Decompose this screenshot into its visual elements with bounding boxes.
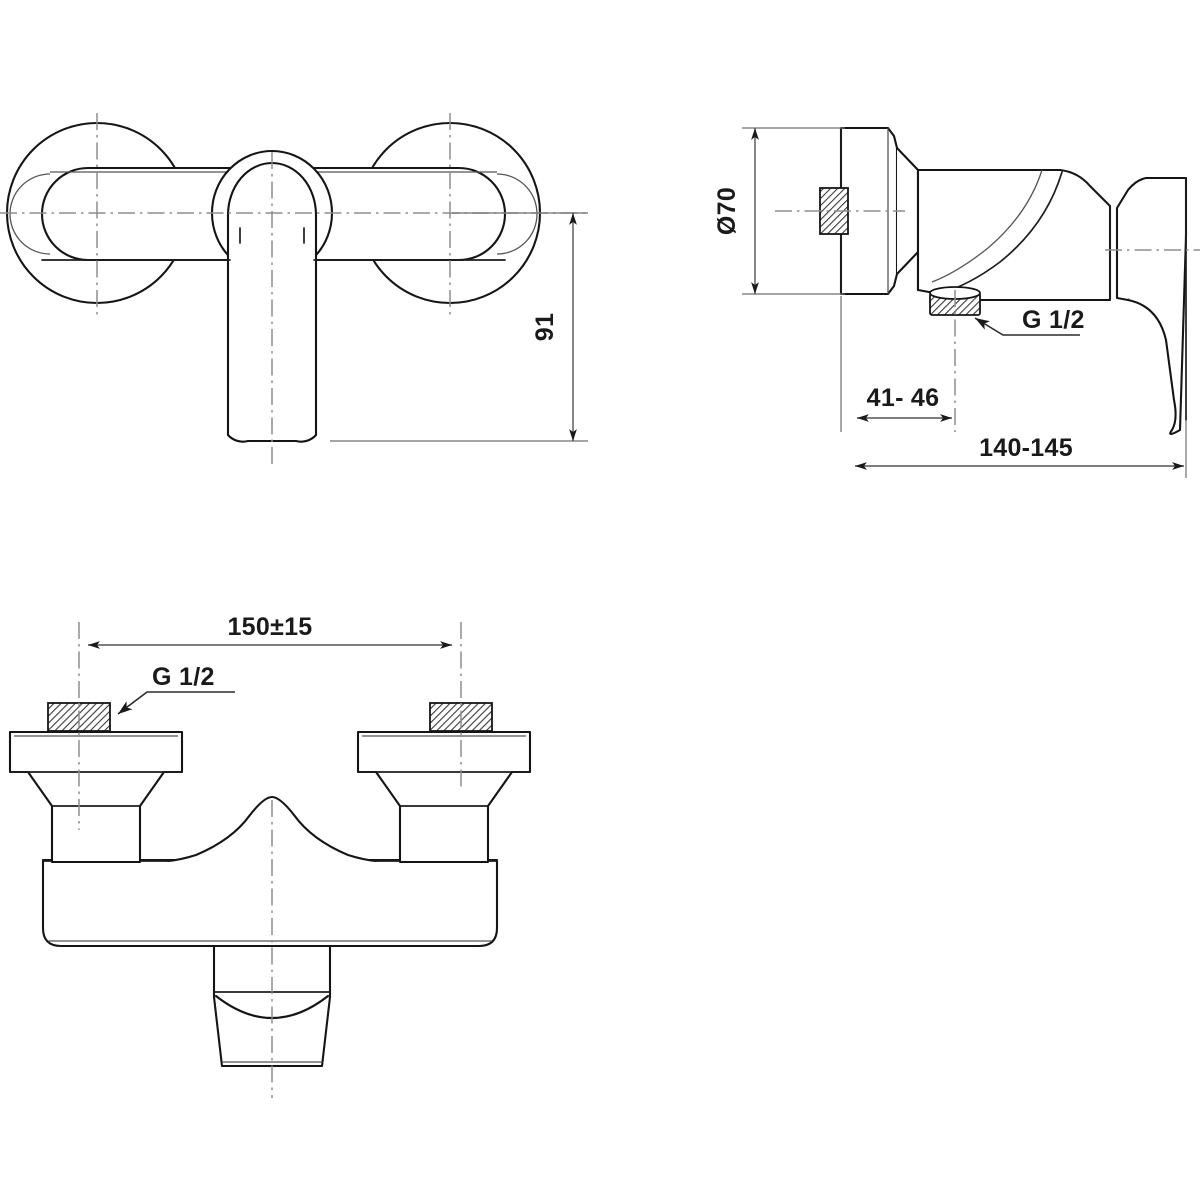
dim-bottom-centres-label: 150±15	[227, 613, 312, 641]
callout-side-thread-label: G 1/2	[1022, 306, 1085, 334]
bottom-main-body	[41, 858, 499, 948]
side-section-view: Ø70 G 1/2 41- 46 140-145	[713, 126, 1200, 478]
side-body-sweep-curve-inner	[931, 169, 1043, 283]
dim-side-wall-offset-label: 41- 46	[867, 384, 940, 412]
bottom-left-escutcheon	[8, 730, 184, 864]
dim-side-diameter-label: Ø70	[713, 187, 741, 235]
body-right-edge-highlight	[496, 173, 538, 255]
bottom-right-escutcheon	[356, 730, 532, 864]
side-thread-leader-line	[974, 317, 1080, 336]
body-left-edge-highlight	[9, 173, 51, 255]
dim-side-projection-label: 140-145	[979, 434, 1073, 462]
callout-bottom-thread-label: G 1/2	[152, 663, 215, 691]
bottom-center-hump	[166, 795, 378, 863]
side-lever-tail	[1126, 234, 1188, 436]
front-elevation-view: 91	[0, 113, 590, 468]
bottom-plan-view: 150±15 G 1/2	[8, 613, 532, 1098]
side-main-body	[916, 168, 1112, 302]
dim-front-height-label: 91	[531, 313, 559, 341]
bottom-thread-leader-line	[117, 691, 235, 715]
